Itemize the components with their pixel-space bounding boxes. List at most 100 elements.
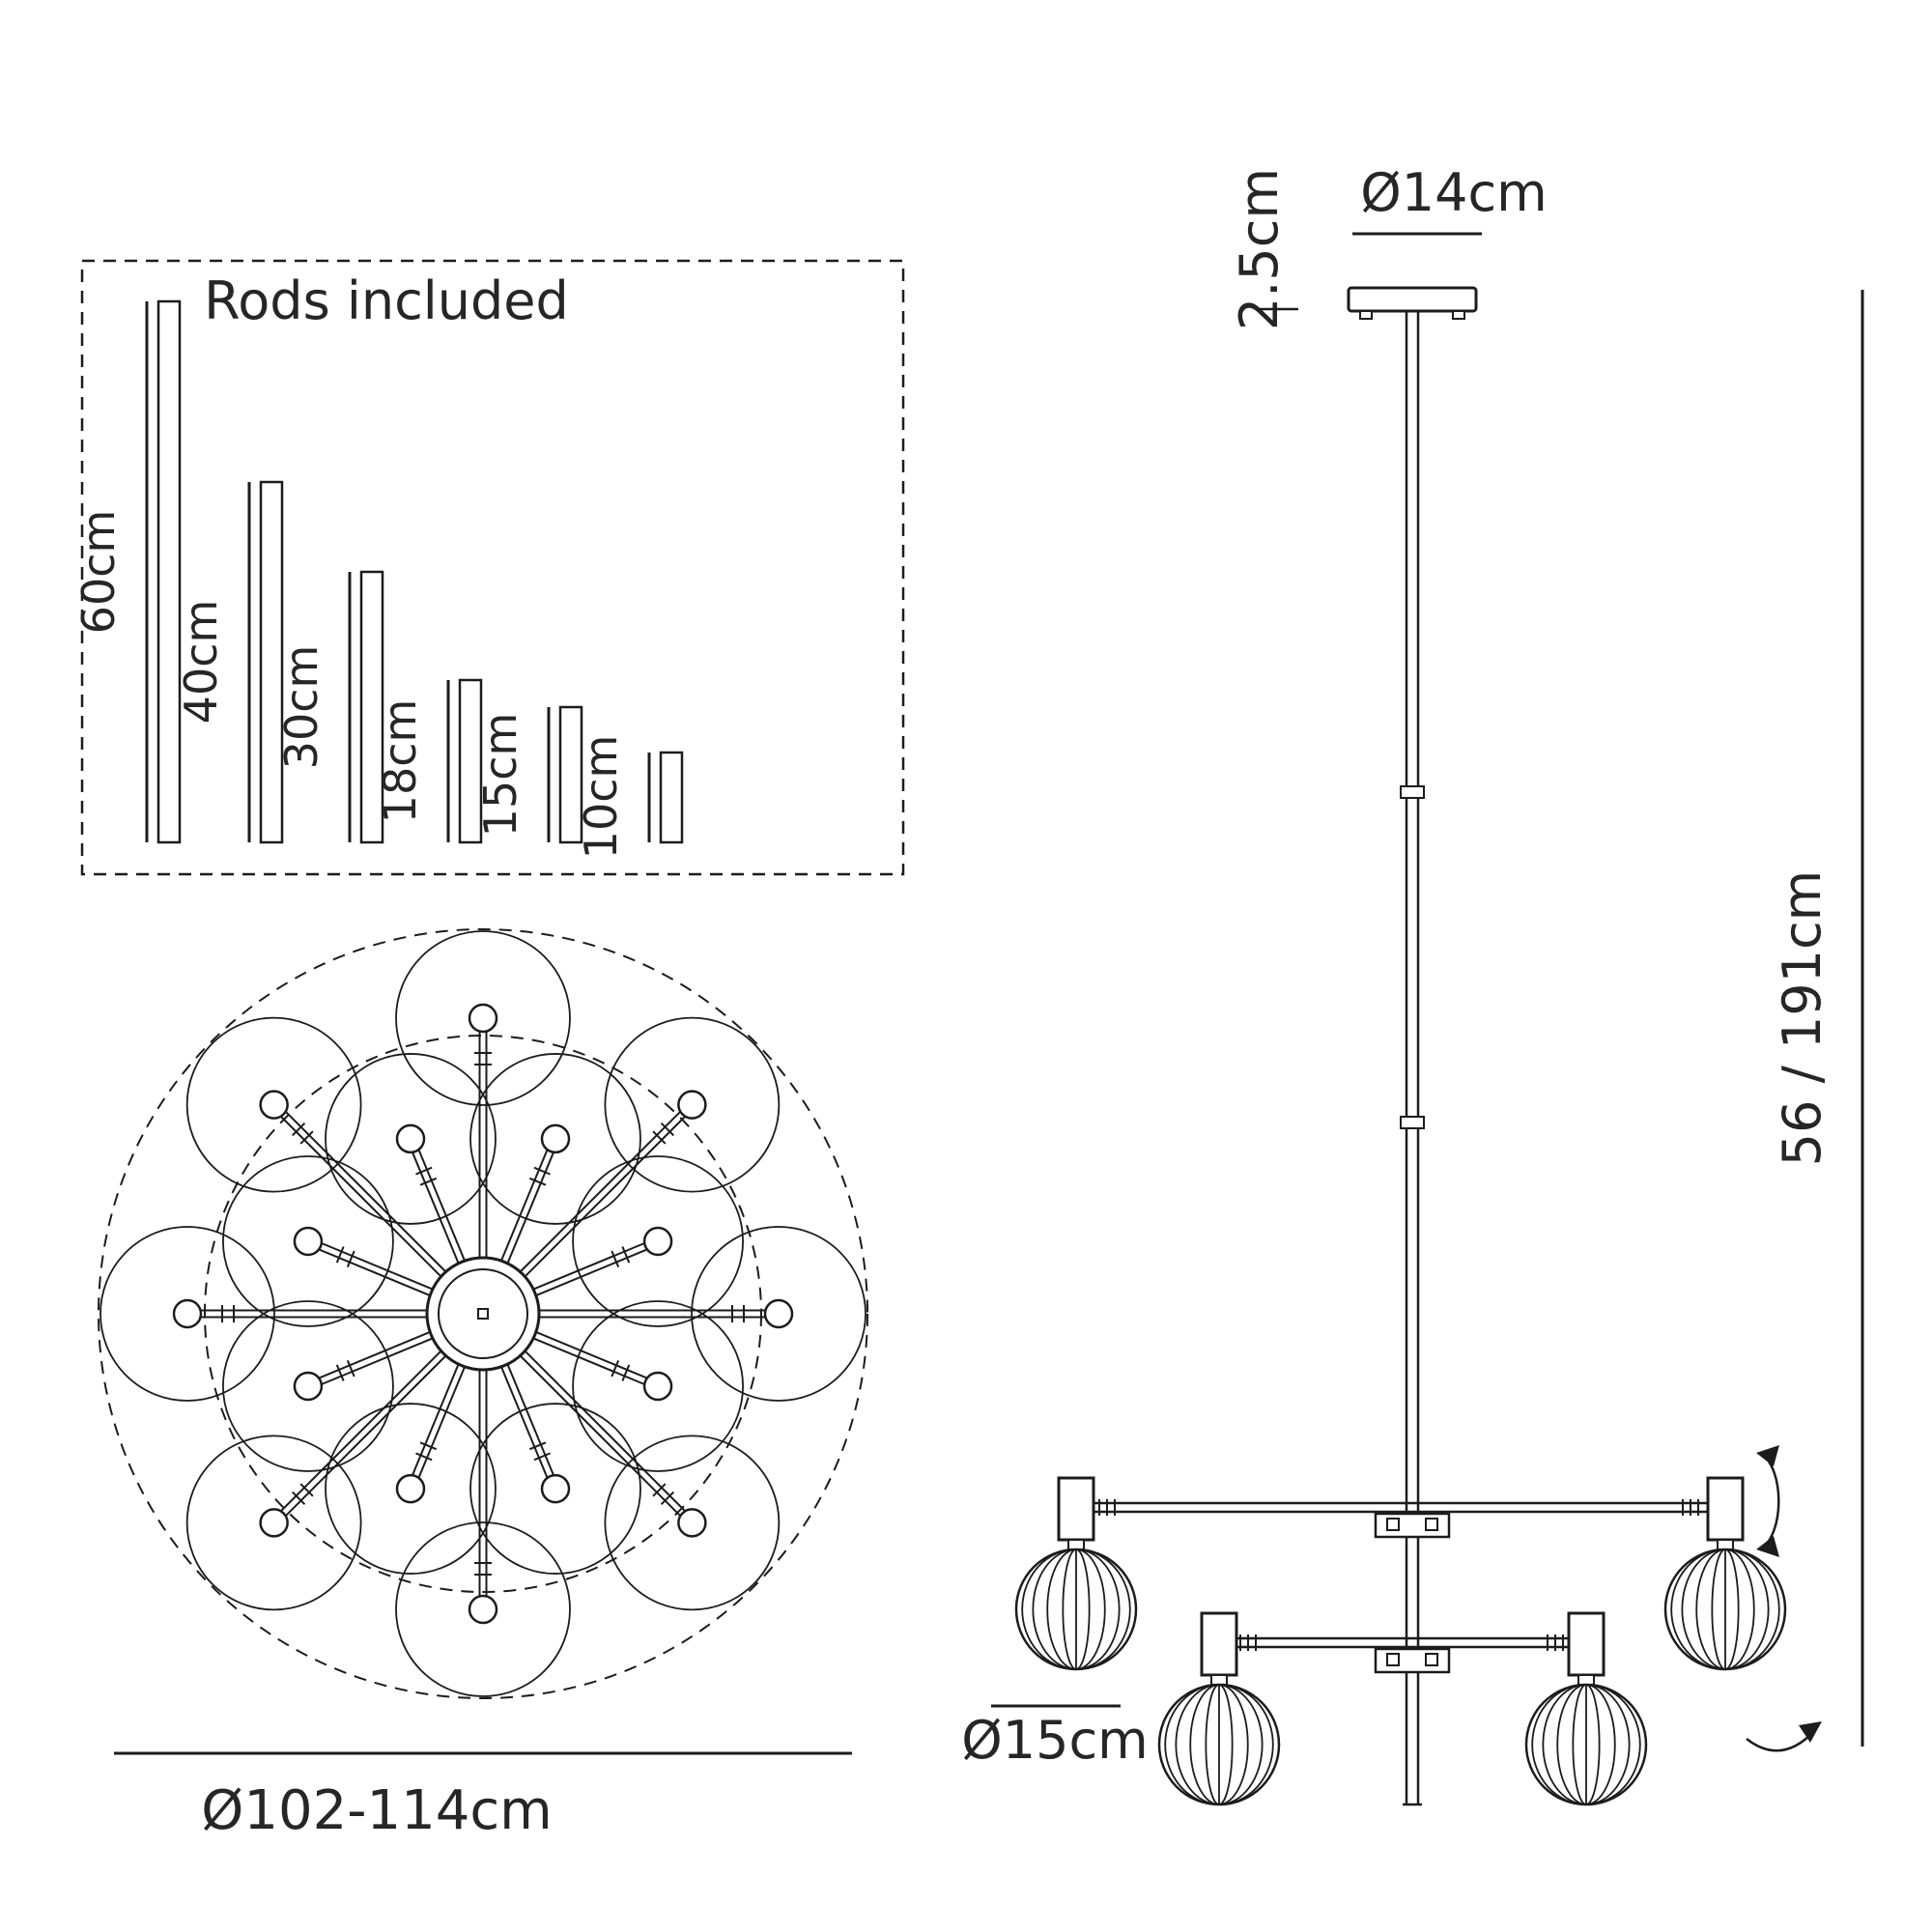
- rotation-arrowhead-bottom: [1756, 1536, 1779, 1557]
- topview-globe-outline-inner: [469, 1053, 641, 1225]
- topview-arm-edge: [321, 1337, 434, 1385]
- topview-arm-edge: [500, 1366, 549, 1478]
- socket-neck-upper-left: [1067, 1539, 1085, 1550]
- canopy-bolt-left: [1359, 310, 1373, 320]
- socket-upper-left: [1057, 1476, 1095, 1542]
- stem-rod: [1400, 311, 1425, 1806]
- topview-globe-outline-outer: [604, 1016, 781, 1193]
- rod-group-60: 60cm: [72, 299, 182, 844]
- topview-arm-connector-tick: [346, 1359, 355, 1378]
- globe-upper-left: [1014, 1548, 1138, 1671]
- stem-joint-upper: [1400, 785, 1425, 799]
- rod-body-60: [156, 299, 182, 844]
- swivel-arc: [1746, 1730, 1815, 1752]
- outer-diameter-dashed-circle: [98, 928, 868, 1699]
- topview-arm-connector-tick: [335, 1246, 345, 1264]
- topview-lampholder-circle: [293, 1226, 324, 1257]
- topview-globe-outline-inner: [222, 1300, 394, 1472]
- rods-box-border: [80, 259, 905, 876]
- topview-arm-edge: [524, 1116, 686, 1278]
- topview-arm-edge: [532, 1337, 645, 1385]
- socket-neck-upper-right: [1717, 1539, 1734, 1550]
- topview-arm-connector-tick: [621, 1364, 631, 1381]
- rod-body-30: [359, 570, 384, 844]
- rod-group-15: 15cm: [474, 705, 583, 844]
- topview-arm-connector-tick: [611, 1359, 620, 1378]
- side-view-globes: [1014, 1548, 1787, 1806]
- topview-globe-outline-outer: [395, 930, 571, 1106]
- topview-arm-connector-tick: [652, 1483, 667, 1497]
- topview-lampholder-circle: [763, 1298, 794, 1329]
- topview-arm-connector-tick: [652, 1130, 667, 1145]
- canopy-bolt-right: [1452, 310, 1465, 320]
- topview-arm-connector-tick: [533, 1166, 551, 1176]
- topview-lampholder-circle: [172, 1298, 203, 1329]
- inner-diameter-dashed-circle: [204, 1035, 762, 1593]
- rod-body-40: [259, 480, 284, 844]
- topview-arm-connector-tick: [611, 1250, 620, 1268]
- upper-arm-bracket-screw-left: [1386, 1518, 1400, 1531]
- hub-inner-circle: [438, 1268, 528, 1359]
- stem-joint-lower: [1400, 1116, 1425, 1129]
- rod-group-18: 18cm: [374, 678, 483, 844]
- rod-label-30: 30cm: [275, 645, 327, 770]
- socket-neck-lower-left: [1210, 1674, 1228, 1686]
- topview-globe-outline-outer: [99, 1226, 275, 1402]
- lower-arm-bracket-screw-right: [1425, 1653, 1438, 1666]
- topview-arm-edge: [412, 1363, 460, 1476]
- topview-globe-outline-outer: [185, 1435, 362, 1611]
- topview-arm-edge: [417, 1150, 466, 1262]
- topview-arm-edge: [319, 1248, 431, 1296]
- rotation-arrow-swivel: [1746, 1721, 1822, 1752]
- rods-box: Rods included 60cm 40cm 30cm 18cm 15cm: [72, 259, 905, 876]
- diameter-dimension-label: Ø102-114cm: [201, 1779, 552, 1842]
- socket-lower-right: [1567, 1611, 1605, 1677]
- topview-arm-connector-tick: [292, 1491, 306, 1505]
- rod-label-10: 10cm: [575, 735, 627, 860]
- socket-neck-lower-right: [1577, 1674, 1595, 1686]
- topview-arm-connector-tick: [528, 1177, 547, 1186]
- topview-arm-connector-tick: [533, 1452, 551, 1462]
- rod-body-18: [458, 678, 483, 844]
- topview-arm-edge: [412, 1151, 460, 1264]
- topview-arm-connector-tick: [419, 1177, 438, 1186]
- topview-globe-outline-outer: [185, 1016, 362, 1193]
- topview-globe-outline-inner: [222, 1155, 394, 1327]
- topview-arm-edge: [285, 1111, 447, 1273]
- globe-lower-left: [1157, 1683, 1281, 1806]
- globe-upper-right: [1663, 1548, 1787, 1671]
- topview-arm-connector-tick: [415, 1452, 433, 1462]
- rod-group-10: 10cm: [575, 735, 684, 860]
- overall-height-label: 56 / 191cm: [1772, 870, 1833, 1167]
- topview-arm-edge: [519, 1111, 681, 1273]
- topview-arm-edge: [532, 1242, 645, 1291]
- rod-body-15: [558, 705, 583, 844]
- canopy-diameter-label: Ø14cm: [1360, 162, 1548, 223]
- topview-arm-connector-tick: [292, 1122, 306, 1137]
- globe-diameter-label: Ø15cm: [961, 1710, 1149, 1771]
- rod-label-40: 40cm: [175, 600, 227, 724]
- topview-arm-connector-tick: [335, 1364, 345, 1381]
- topview-globe-outline-inner: [325, 1403, 497, 1575]
- topview-lampholder-circle: [259, 1090, 289, 1120]
- topview-arm-edge: [321, 1242, 434, 1291]
- socket-lower-left: [1200, 1611, 1238, 1677]
- topview-arm-edge: [417, 1366, 466, 1478]
- rod-label-15: 15cm: [474, 713, 526, 838]
- topview-arm-connector-tick: [419, 1441, 438, 1451]
- rods-box-title: Rods included: [204, 270, 569, 331]
- topview-globe-outline-outer: [691, 1226, 867, 1402]
- topview-lampholder-circle: [293, 1371, 324, 1402]
- socket-upper-right: [1706, 1476, 1745, 1542]
- lower-arm-bracket-screw-left: [1386, 1653, 1400, 1666]
- topview-lampholder-circle: [677, 1090, 707, 1120]
- topview-globe-outline-outer: [395, 1521, 571, 1697]
- rod-group-30: 30cm: [275, 570, 384, 844]
- rod-label-60: 60cm: [72, 510, 125, 635]
- globe-lower-right: [1524, 1683, 1648, 1806]
- topview-lampholder-circle: [395, 1123, 426, 1154]
- topview-arms-and-globes: [99, 930, 867, 1697]
- topview-arm-connector-tick: [528, 1441, 547, 1451]
- topview-arm-edge: [500, 1150, 549, 1262]
- rotation-arrowhead-top: [1756, 1445, 1779, 1466]
